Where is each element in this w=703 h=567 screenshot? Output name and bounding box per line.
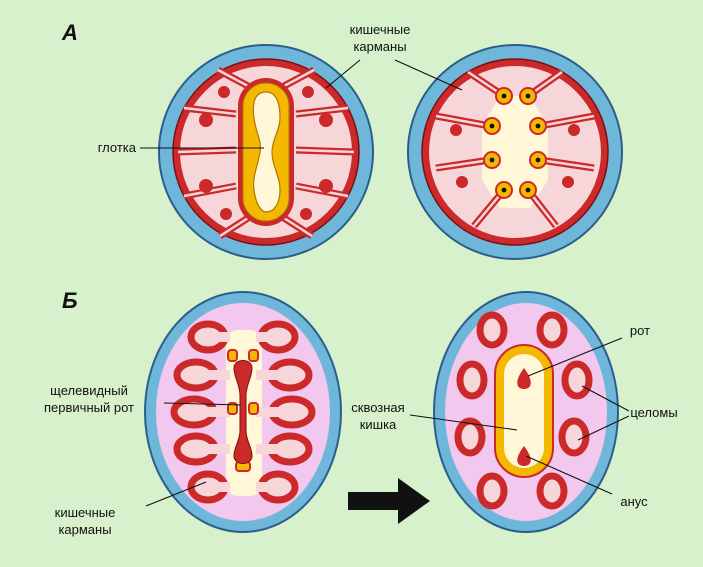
panel-b-left-section — [144, 291, 342, 533]
mouth-label: рот — [630, 323, 650, 338]
transition-arrow — [348, 478, 430, 524]
coeloms-label: целомы — [630, 405, 677, 420]
panel-b-letter: Б — [62, 288, 78, 313]
pouches-label-a-line1: кишечные — [350, 22, 411, 37]
pouches-label-a-line2: карманы — [353, 39, 406, 54]
panel-a-letter: А — [61, 20, 78, 45]
panel-a-left-section — [158, 44, 374, 260]
pouches-label-b-line1: кишечные — [55, 505, 116, 520]
slit-mouth-label-line2: первичный рот — [44, 400, 134, 415]
through-gut-label-line1: сквозная — [351, 400, 404, 415]
slit-mouth-label-line1: щелевидный — [50, 383, 128, 398]
pharynx-label: глотка — [98, 140, 137, 155]
anus-label: анус — [620, 494, 648, 509]
panel-b-right-section — [433, 291, 619, 533]
pouches-label-b-line2: карманы — [58, 522, 111, 537]
panel-a-right-section — [407, 44, 623, 260]
pointer-lines — [140, 59, 630, 507]
through-gut-label-line2: кишка — [360, 417, 397, 432]
